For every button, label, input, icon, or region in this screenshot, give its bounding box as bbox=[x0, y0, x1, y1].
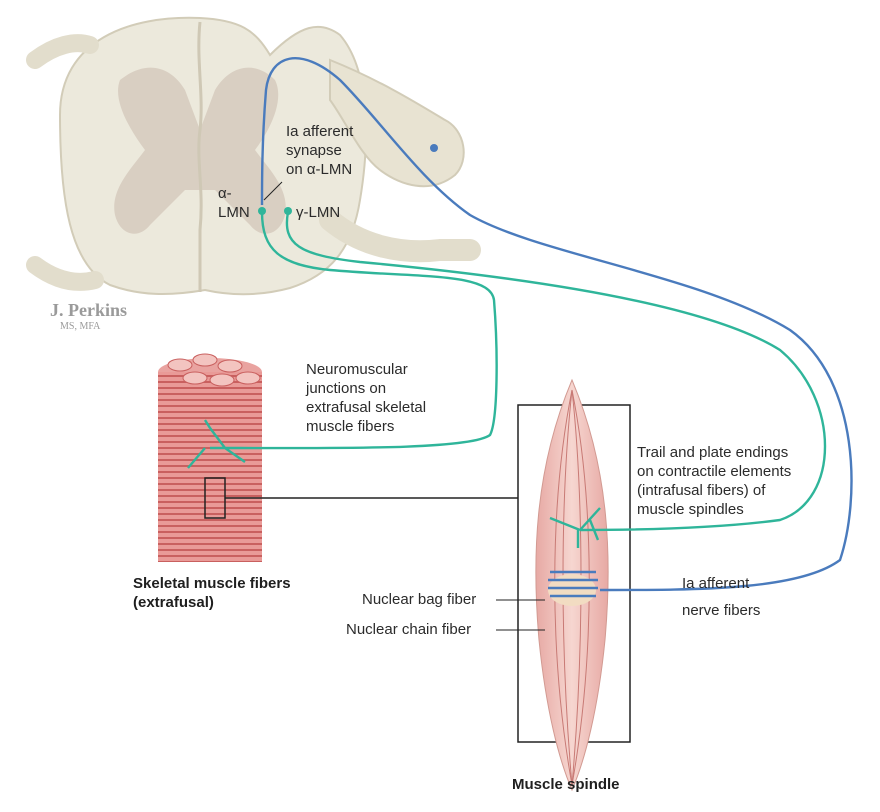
ia-afferent-pathway bbox=[260, 57, 853, 598]
muscle-spindle-figure bbox=[517, 378, 631, 792]
signature-credentials: MS, MFA bbox=[60, 321, 101, 332]
ia-afferent-fiber bbox=[260, 57, 853, 592]
gamma-lmn-cell bbox=[284, 207, 292, 215]
skeletal-muscle-label: Skeletal muscle fibers (extrafusal) bbox=[133, 575, 291, 611]
dorsal-root-ganglion-cell bbox=[430, 144, 438, 152]
lateral-tract-left bbox=[26, 34, 99, 69]
artist-signature: J. Perkins MS, MFA bbox=[50, 300, 127, 332]
signature-name: J. Perkins bbox=[50, 300, 128, 320]
intrafusal-trail-endings bbox=[549, 507, 601, 548]
synapse-leader bbox=[263, 181, 283, 201]
alpha-lmn-label: α- LMN bbox=[218, 185, 250, 221]
trail-plate-label: Trail and plate endings on contractile e… bbox=[637, 444, 792, 518]
skeletal-muscle-bundle bbox=[158, 353, 262, 562]
nmj-label: Neuromuscular junctions on extrafusal sk… bbox=[306, 361, 427, 435]
muscle-spindle-label: Muscle spindle bbox=[512, 776, 620, 793]
motor-pathways bbox=[187, 211, 827, 548]
spinal-cord bbox=[26, 16, 481, 296]
extrafusal-nmj-branches bbox=[187, 419, 246, 469]
gamma-lmn-label: γ-LMN bbox=[296, 204, 341, 221]
fiber-bundle-body bbox=[158, 372, 262, 562]
nuclear-bag-region bbox=[548, 574, 596, 606]
ventral-root bbox=[319, 209, 481, 263]
ia-nerve-label: Ia afferent nerve fibers bbox=[682, 575, 761, 619]
nuclear-chain-label: Nuclear chain fiber bbox=[346, 621, 472, 638]
gamma-motor-fiber bbox=[285, 211, 827, 532]
alpha-lmn-cell bbox=[258, 207, 266, 215]
fiber-ends bbox=[167, 353, 261, 387]
nuclear-bag-label: Nuclear bag fiber bbox=[362, 591, 477, 608]
ia-annulospiral-ending bbox=[548, 570, 598, 598]
ia-synapse-label: Ia afferent synapse on α-LMN bbox=[286, 123, 354, 178]
lateral-tract-left-lower bbox=[26, 256, 104, 291]
dorsal-root bbox=[329, 58, 465, 188]
central-canal bbox=[197, 21, 203, 292]
alpha-motor-fiber bbox=[239, 211, 498, 450]
